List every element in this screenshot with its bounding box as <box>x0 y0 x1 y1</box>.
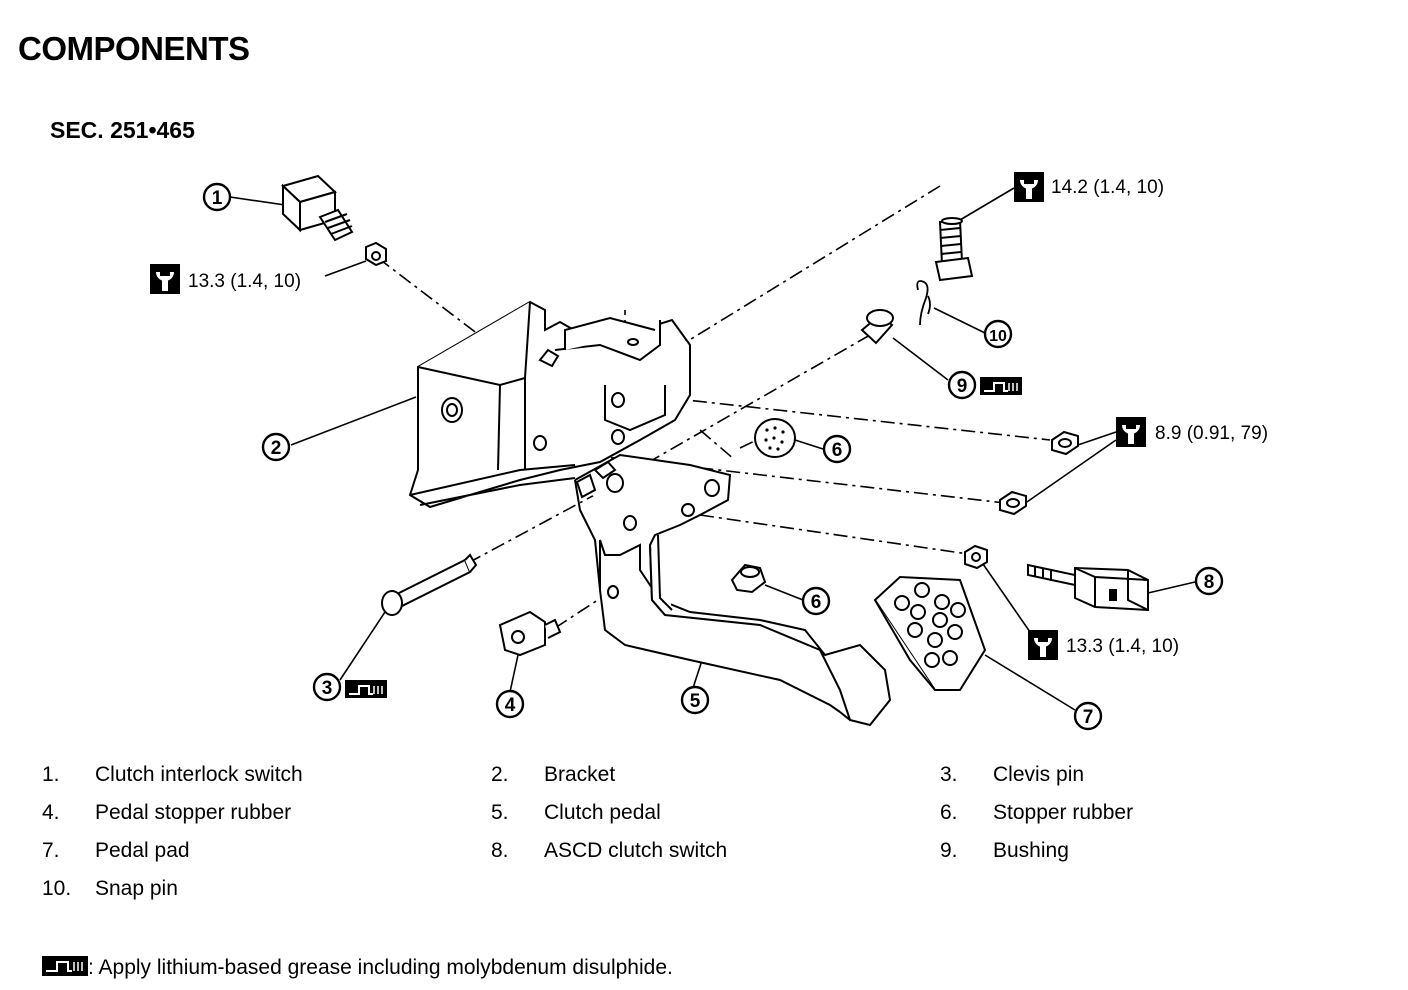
callout-5: 5 <box>680 685 710 715</box>
legend-number: 1. <box>42 763 60 786</box>
page-title: COMPONENTS <box>18 30 250 67</box>
grease-note: : Apply lithium-based grease including m… <box>42 956 673 980</box>
legend-label: Snap pin <box>95 877 178 900</box>
legend-label: Pedal stopper rubber <box>95 801 292 824</box>
clevis-pin <box>381 553 478 616</box>
torque-wrench-icon <box>1013 171 1045 203</box>
svg-text:6: 6 <box>832 440 843 461</box>
svg-text:9: 9 <box>957 376 968 397</box>
callout-3: 3 <box>312 672 342 702</box>
legend-label: Clutch pedal <box>544 801 661 824</box>
grease-apply-icon <box>42 956 88 976</box>
svg-text:13.3 (1.4, 10): 13.3 (1.4, 10) <box>188 271 301 292</box>
pedal-stopper-rubber <box>498 610 562 657</box>
callout-6-lower: 6 <box>801 586 831 616</box>
legend-label: ASCD clutch switch <box>544 839 728 862</box>
hex-nut-icon <box>365 241 387 267</box>
callout-4: 4 <box>495 689 525 719</box>
stopper-rubber-upper <box>754 418 796 458</box>
legend-label: Bracket <box>544 763 616 786</box>
legend-item: 7. Pedal pad <box>42 839 190 863</box>
legend-item: 2. Bracket <box>491 763 615 787</box>
stopper-rubber-lower <box>730 563 767 594</box>
svg-text:2: 2 <box>271 438 282 459</box>
ascd-clutch-switch <box>1027 563 1149 612</box>
legend-label: Clevis pin <box>993 763 1085 786</box>
pedal-pad <box>873 575 987 691</box>
legend-item: 5. Clutch pedal <box>491 801 661 825</box>
grease-apply-icon <box>979 376 1023 396</box>
svg-text:14.2 (1.4, 10): 14.2 (1.4, 10) <box>1051 177 1164 198</box>
hex-nut-icon <box>964 544 988 570</box>
legend-label: Clutch interlock switch <box>95 763 303 786</box>
svg-text:6: 6 <box>811 592 822 613</box>
torque-spec-3: 8.9 (0.91, 79) <box>1115 416 1268 448</box>
legend-item: 3. Clevis pin <box>940 763 1084 787</box>
callout-markers: 1 2 3 4 5 6 6 7 8 9 10 <box>202 182 1224 731</box>
legend-item: 8. ASCD clutch switch <box>491 839 727 863</box>
callout-8: 8 <box>1194 566 1224 596</box>
torque-spec-4: 13.3 (1.4, 10) <box>1027 629 1179 661</box>
svg-text:10: 10 <box>989 328 1007 345</box>
hex-nut-icon <box>999 490 1027 516</box>
hex-nut-icon <box>1051 430 1079 456</box>
svg-text:8.9 (0.91, 79): 8.9 (0.91, 79) <box>1155 423 1268 444</box>
bracket <box>408 300 691 509</box>
svg-text:3: 3 <box>322 678 333 699</box>
torque-wrench-icon <box>149 263 181 295</box>
torque-wrench-icon <box>1027 629 1059 661</box>
svg-text:8: 8 <box>1204 572 1215 593</box>
svg-text:5: 5 <box>690 691 701 712</box>
legend-label: Bushing <box>993 839 1069 862</box>
callout-6-upper: 6 <box>822 434 852 464</box>
legend-number: 7. <box>42 839 60 862</box>
torque-spec-1: 14.2 (1.4, 10) <box>1013 171 1164 203</box>
grease-note-text: : Apply lithium-based grease including m… <box>88 956 673 979</box>
callout-1: 1 <box>202 182 232 212</box>
torque-wrench-icon <box>1115 416 1147 448</box>
svg-text:1: 1 <box>212 188 223 209</box>
clutch-pedal <box>574 453 892 727</box>
callout-10: 10 <box>983 319 1013 349</box>
legend-number: 9. <box>940 839 958 862</box>
bolt <box>934 217 974 282</box>
legend-number: 10. <box>42 877 72 900</box>
legend-number: 8. <box>491 839 509 862</box>
callout-2: 2 <box>261 432 291 462</box>
legend-item: 10. Snap pin <box>42 877 178 901</box>
callout-7: 7 <box>1073 701 1103 731</box>
snap-pin <box>916 280 931 326</box>
legend-number: 6. <box>940 801 958 824</box>
legend-number: 2. <box>491 763 509 786</box>
grease-apply-icon <box>344 679 388 699</box>
clutch-interlock-switch <box>281 174 354 242</box>
callout-9: 9 <box>947 370 977 400</box>
legend-item: 6. Stopper rubber <box>940 801 1133 825</box>
torque-spec-2: 13.3 (1.4, 10) <box>149 263 301 295</box>
legend-label: Pedal pad <box>95 839 190 862</box>
clutch-pedal-exploded-diagram: 1 2 3 4 5 6 6 7 8 9 10 14.2 (1.4, 10) 13… <box>149 171 1268 731</box>
legend-item: 9. Bushing <box>940 839 1069 863</box>
svg-text:7: 7 <box>1083 707 1094 728</box>
legend-label: Stopper rubber <box>993 801 1134 824</box>
legend-item: 1. Clutch interlock switch <box>42 763 303 787</box>
section-reference: SEC. 251•465 <box>50 117 195 143</box>
legend-number: 5. <box>491 801 509 824</box>
bushing <box>860 309 894 345</box>
legend-number: 4. <box>42 801 60 824</box>
legend-item: 4. Pedal stopper rubber <box>42 801 291 825</box>
legend-number: 3. <box>940 763 958 786</box>
svg-text:4: 4 <box>505 695 516 716</box>
svg-text:13.3 (1.4, 10): 13.3 (1.4, 10) <box>1066 636 1179 657</box>
